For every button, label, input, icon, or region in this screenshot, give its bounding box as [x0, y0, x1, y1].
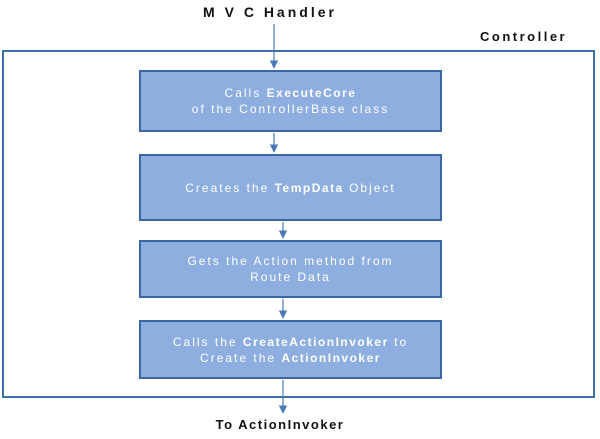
- controller-label: Controller: [480, 29, 568, 44]
- step-create-tempdata: Creates the TempData Object: [139, 154, 442, 221]
- step-line: Route Data: [250, 270, 331, 284]
- mvc-handler-label: M V C Handler: [203, 4, 337, 20]
- step-execute-core: Calls ExecuteCore of the ControllerBase …: [139, 70, 442, 132]
- step-line: Calls ExecuteCore: [224, 86, 357, 100]
- step-line: Create the ActionInvoker: [200, 350, 381, 365]
- step-line: Calls the CreateActionInvoker to: [172, 334, 409, 349]
- to-action-invoker-label: To ActionInvoker: [215, 417, 345, 432]
- step-line: Gets the Action method from: [187, 254, 394, 268]
- step-line: of the ControllerBase class: [191, 102, 390, 116]
- step-create-action-invoker: Calls the CreateActionInvoker to Create …: [139, 320, 442, 379]
- step-line: Creates the TempData Object: [185, 180, 396, 195]
- step-get-action-method: Gets the Action method from Route Data: [139, 240, 442, 298]
